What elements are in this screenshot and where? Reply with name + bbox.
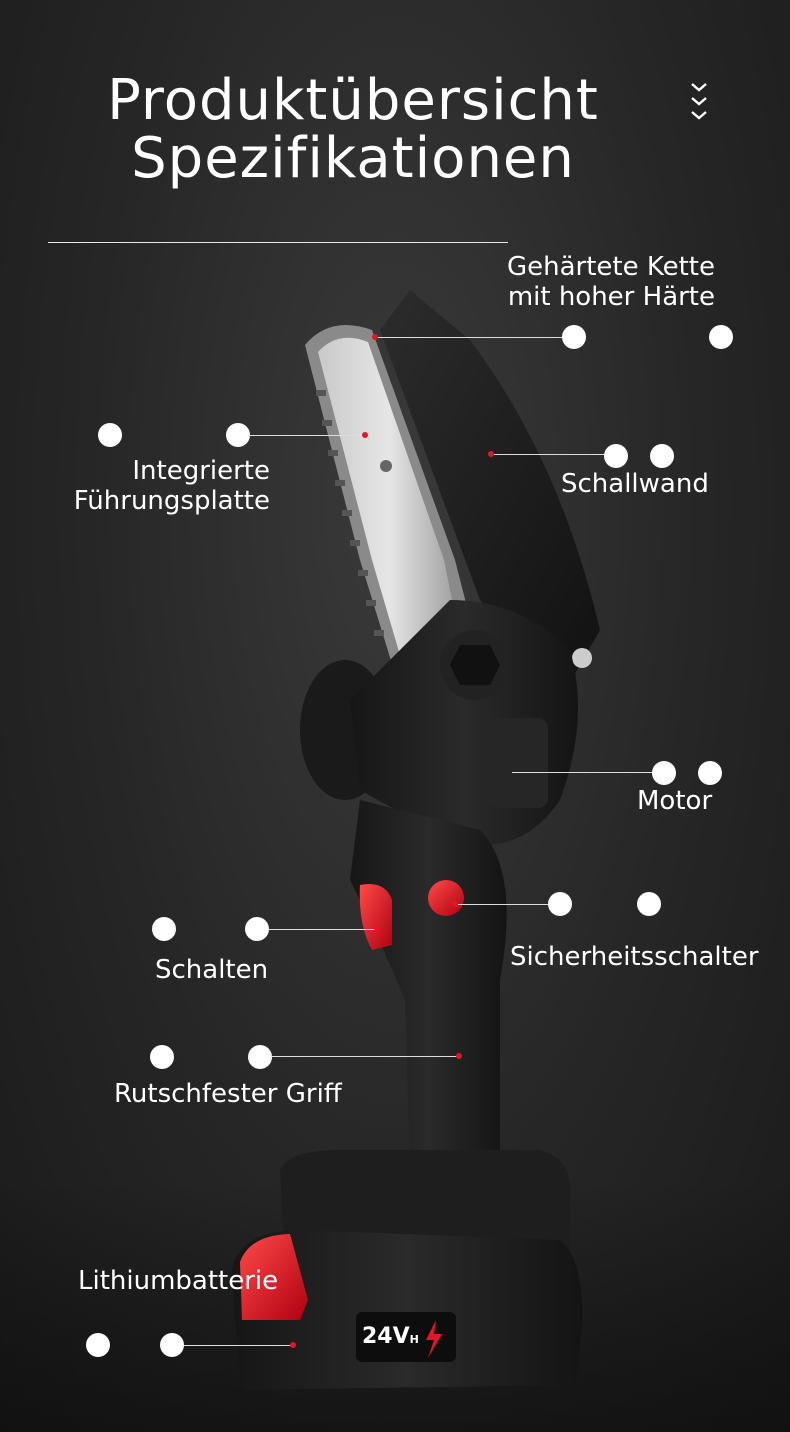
callout-grip-dot[interactable] — [248, 1045, 272, 1069]
callout-trigger-dot[interactable] — [245, 917, 269, 941]
handle — [350, 800, 507, 1170]
blade-and-chain — [305, 325, 478, 690]
callout-grip-label: Rutschfester Griff — [114, 1079, 342, 1109]
callout-grip-dot-start[interactable] — [150, 1045, 174, 1069]
callout-guide-line1: Integrierte — [132, 456, 270, 486]
callout-chain-marker — [372, 334, 378, 340]
callout-chain-leader — [378, 337, 574, 338]
callout-battery-dot[interactable] — [160, 1333, 184, 1357]
baffle-cover — [380, 290, 600, 700]
callout-guide-label: Integrierte Führungsplatte — [40, 456, 270, 516]
callout-motor-leader — [512, 772, 662, 773]
callout-battery-leader — [184, 1345, 292, 1346]
callout-chain-label: Gehärtete Kette mit hoher Härte — [480, 252, 715, 312]
callout-cover-dot-end[interactable] — [650, 444, 674, 468]
callout-chain-dot[interactable] — [562, 325, 586, 349]
callout-grip-marker — [456, 1053, 462, 1059]
page-title-line1: Produktübersicht — [107, 68, 599, 133]
callout-guide-line2: Führungsplatte — [73, 486, 270, 516]
callout-safety-label: Sicherheitsschalter — [510, 942, 759, 972]
page-title-line2: Spezifikationen — [131, 126, 575, 191]
callout-cover-leader — [494, 454, 614, 455]
callout-guide-leader — [248, 435, 366, 436]
battery-voltage: 24VH — [362, 1324, 419, 1349]
callout-motor-dot-end[interactable] — [698, 761, 722, 785]
triple-chevron-down-icon[interactable] — [688, 80, 710, 126]
callout-trigger-dot-start[interactable] — [152, 917, 176, 941]
callout-motor-label: Motor — [637, 786, 713, 816]
battery-voltage-suffix: H — [409, 1333, 419, 1346]
callout-safety-marker — [452, 901, 458, 907]
callout-trigger-label: Schalten — [155, 955, 269, 985]
battery-voltage-value: 24V — [362, 1324, 410, 1349]
callout-guide-dot[interactable] — [226, 423, 250, 447]
callout-motor-dot[interactable] — [652, 761, 676, 785]
callout-trigger-marker — [374, 926, 380, 932]
callout-safety-dot[interactable] — [548, 892, 572, 916]
callout-safety-leader — [458, 904, 558, 905]
callout-cover-label: Schallwand — [561, 469, 709, 499]
motor-housing — [300, 600, 578, 845]
callout-battery-marker — [290, 1342, 296, 1348]
callout-trigger-leader — [268, 929, 376, 930]
callout-grip-leader — [272, 1056, 458, 1057]
callout-cover-marker — [488, 451, 494, 457]
callout-battery-label: Lithiumbatterie — [78, 1266, 279, 1296]
callout-guide-marker — [362, 432, 368, 438]
battery-pack — [232, 1150, 583, 1390]
header-divider — [48, 242, 508, 243]
callout-chain-line1: Gehärtete Kette — [506, 252, 715, 282]
callout-battery-dot-start[interactable] — [86, 1333, 110, 1357]
callout-chain-dot-end[interactable] — [709, 325, 733, 349]
callout-safety-dot-end[interactable] — [637, 892, 661, 916]
callout-chain-line2: mit hoher Härte — [507, 282, 715, 312]
callout-guide-dot-start[interactable] — [98, 423, 122, 447]
callout-cover-dot[interactable] — [604, 444, 628, 468]
